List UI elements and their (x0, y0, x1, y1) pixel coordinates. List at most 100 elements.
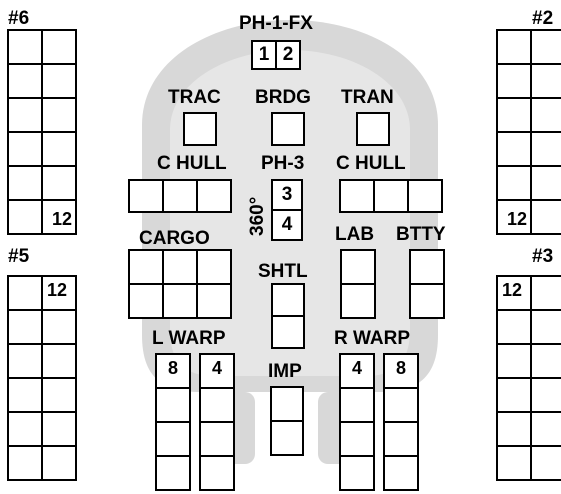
tran-box[interactable] (356, 112, 390, 146)
shield-5-box[interactable] (7, 275, 43, 311)
shield-6-box[interactable] (7, 199, 43, 235)
lab-box[interactable] (340, 249, 376, 285)
c-hull-left-box[interactable] (128, 179, 164, 213)
c-hull-right-label: C HULL (336, 153, 406, 174)
shield-5-box[interactable] (41, 445, 77, 481)
l-warp-box[interactable] (199, 387, 235, 423)
shield-3-box[interactable] (530, 377, 561, 413)
shield-3-box[interactable]: 12 (496, 275, 532, 311)
l-warp-box[interactable] (199, 455, 235, 491)
shield-3-box[interactable] (530, 343, 561, 379)
shield-2-box[interactable] (496, 165, 532, 201)
shield-2-box[interactable] (496, 63, 532, 99)
shield-6-box[interactable] (7, 29, 43, 65)
imp-box[interactable] (270, 386, 304, 422)
shield-5-box[interactable] (7, 411, 43, 447)
imp-box[interactable] (270, 420, 304, 456)
shield-2-box[interactable] (496, 97, 532, 133)
c-hull-left-box[interactable] (162, 179, 198, 213)
shield-2-box[interactable] (530, 131, 561, 167)
ph1-mount-1[interactable]: 1 (251, 40, 277, 70)
shield-5-label: #5 (8, 246, 30, 267)
r-warp-box[interactable]: 8 (383, 353, 419, 389)
shield-3-box[interactable] (496, 377, 532, 413)
l-warp-box[interactable] (155, 421, 191, 457)
shield-6-box[interactable] (41, 131, 77, 167)
r-warp-box[interactable] (383, 455, 419, 491)
shield-6-box[interactable] (41, 63, 77, 99)
trac-box[interactable] (183, 112, 217, 146)
l-warp-label: L WARP (152, 328, 226, 349)
cargo-box[interactable] (162, 283, 198, 319)
shield-3-box[interactable] (496, 445, 532, 481)
shield-5-box[interactable] (41, 343, 77, 379)
cargo-box[interactable] (162, 249, 198, 285)
shield-6-box[interactable] (7, 165, 43, 201)
shield-3-box[interactable] (530, 309, 561, 345)
l-warp-box[interactable]: 8 (155, 353, 191, 389)
shield-3-box[interactable] (496, 411, 532, 447)
cargo-box[interactable] (196, 249, 232, 285)
r-warp-box[interactable] (339, 387, 375, 423)
shield-6-box-value: 12 (51, 209, 72, 229)
shield-6-box[interactable] (7, 97, 43, 133)
shield-5-box[interactable] (41, 309, 77, 345)
shield-5-box[interactable] (7, 343, 43, 379)
shield-6-box[interactable] (7, 131, 43, 167)
shield-3-box[interactable] (496, 309, 532, 345)
c-hull-right-box[interactable] (339, 179, 375, 213)
shield-6-box[interactable] (41, 165, 77, 201)
btty-box[interactable] (409, 283, 445, 319)
ph3-arc: 360° (247, 196, 268, 236)
shield-6-box[interactable]: 12 (41, 199, 77, 235)
shield-5-box[interactable] (41, 377, 77, 413)
shield-6-box[interactable] (41, 29, 77, 65)
shield-2-box[interactable]: 12 (496, 199, 532, 235)
c-hull-right-box[interactable] (373, 179, 409, 213)
shield-3-box[interactable] (530, 411, 561, 447)
shield-3-box[interactable] (530, 445, 561, 481)
r-warp-box[interactable] (339, 421, 375, 457)
l-warp-box[interactable] (155, 455, 191, 491)
ph3-mount-4[interactable]: 4 (271, 209, 303, 241)
shield-5-box[interactable] (7, 309, 43, 345)
shield-5-box[interactable]: 12 (41, 275, 77, 311)
lab-box[interactable] (340, 283, 376, 319)
r-warp-box[interactable]: 4 (339, 353, 375, 389)
ph3-mount-3[interactable]: 3 (271, 179, 303, 211)
shield-5-box[interactable] (41, 411, 77, 447)
shtl-box[interactable] (271, 283, 305, 317)
cargo-box[interactable] (128, 283, 164, 319)
shield-2-box[interactable] (530, 199, 561, 235)
shield-6-box[interactable] (41, 97, 77, 133)
shield-6-label: #6 (8, 8, 30, 29)
shtl-box[interactable] (271, 315, 305, 349)
shield-5-box[interactable] (7, 445, 43, 481)
shield-2-box[interactable] (530, 165, 561, 201)
l-warp-box[interactable] (199, 421, 235, 457)
cargo-box[interactable] (196, 283, 232, 319)
l-warp-box[interactable]: 4 (199, 353, 235, 389)
r-warp-box[interactable] (339, 455, 375, 491)
shield-2-box[interactable] (530, 29, 561, 65)
cargo-label: CARGO (139, 228, 210, 249)
r-warp-box[interactable] (383, 421, 419, 457)
r-warp-box[interactable] (383, 387, 419, 423)
l-warp-box[interactable] (155, 387, 191, 423)
shield-6-box[interactable] (7, 63, 43, 99)
shield-2-box[interactable] (496, 131, 532, 167)
shield-2-box[interactable] (530, 97, 561, 133)
btty-box[interactable] (409, 249, 445, 285)
shield-5-box[interactable] (7, 377, 43, 413)
trac-label: TRAC (168, 87, 221, 108)
ph1-mount-2[interactable]: 2 (275, 40, 301, 70)
shield-3-box[interactable] (530, 275, 561, 311)
shield-3-label: #3 (532, 246, 554, 267)
cargo-box[interactable] (128, 249, 164, 285)
shield-2-box[interactable] (530, 63, 561, 99)
brdg-box[interactable] (271, 112, 305, 146)
shield-2-box[interactable] (496, 29, 532, 65)
c-hull-right-box[interactable] (407, 179, 443, 213)
shield-3-box[interactable] (496, 343, 532, 379)
c-hull-left-box[interactable] (196, 179, 232, 213)
